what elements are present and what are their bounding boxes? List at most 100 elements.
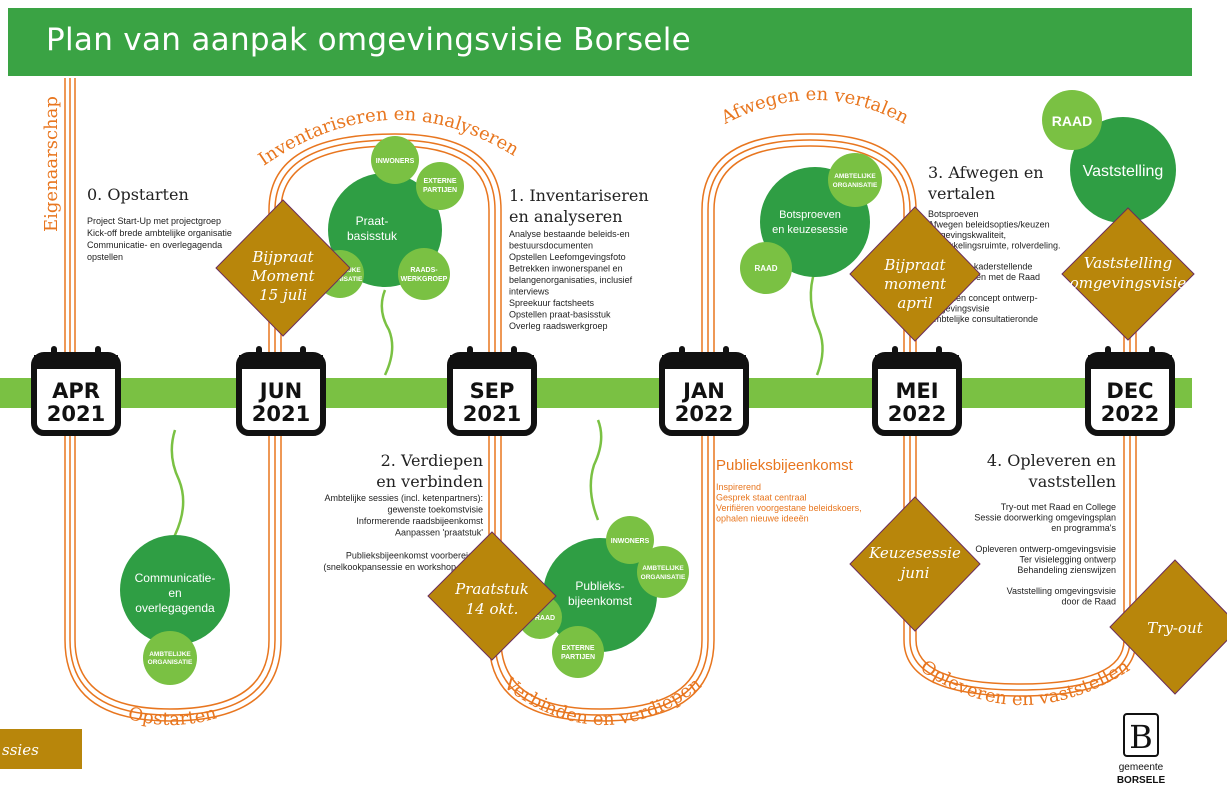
section-4: 4. Opleveren en vaststellen Try-out met …: [974, 451, 1116, 607]
diamond-keuzesessie: Keuzesessie juni: [849, 496, 981, 632]
bubble-label: en keuzesessie: [772, 224, 848, 236]
section-1-line: Overleg raadswerkgroep: [509, 321, 608, 331]
legend-label: ssies: [2, 741, 39, 759]
calendar-year: 2021: [463, 402, 521, 426]
section-0-line: Kick-off brede ambtelijke organisatie: [87, 228, 232, 238]
diamond-label: Vaststelling: [1084, 254, 1172, 272]
bubble-label: Botsproeven: [779, 209, 841, 221]
section-0: 0. Opstarten Project Start-Up met projec…: [87, 185, 232, 262]
section-3-line: Ambtelijke consultatieronde: [928, 314, 1038, 324]
arc-label-opstarten: Opstarten: [126, 702, 219, 730]
section-3-line: omgevingskwaliteit,: [928, 230, 1006, 240]
bubble-label: PARTIJEN: [561, 654, 595, 661]
diamond-label: Bijpraat: [251, 248, 314, 266]
section-3-line: omgevingsvisie: [928, 304, 990, 314]
side-label-eigenaarschap: Eigenaarschap: [41, 96, 62, 232]
section-1-line: Spreekuur factsheets: [509, 298, 595, 308]
section-1-line: Opstellen Leefomgevingsfoto: [509, 252, 626, 262]
section-4-line: Try-out met Raad en College: [1001, 502, 1116, 512]
logo-text: BORSELE: [1117, 775, 1166, 786]
section-1-lines: Analyse bestaande beleids-en bestuursdocu…: [509, 229, 633, 331]
section-3-line: Afwegen beleidsopties/keuzen: [928, 220, 1050, 230]
bubble-label: RAADS-: [410, 267, 438, 274]
diamond-vaststelling: Vaststelling omgevingsvisie: [1061, 207, 1195, 341]
section-1-line: belangenorganisaties, inclusief: [509, 275, 633, 285]
bubble-label: ORGANISATIE: [641, 574, 686, 581]
bubble-label: basisstuk: [347, 229, 398, 243]
section-3-title: 3. Afwegen en: [928, 163, 1044, 182]
section-3-title: vertalen: [927, 184, 995, 203]
section-2-line: Ambtelijke sessies (incl. ketenpartners)…: [324, 493, 483, 503]
calendar-group: APR2021JUN2021SEP2021JAN2022MEI2022DEC20…: [31, 346, 1175, 436]
section-1-line: Analyse bestaande beleids-en: [509, 229, 630, 239]
section-2-line: Publieksbijeenkomst voorbereiden: [346, 551, 483, 561]
bubble-label: Communicatie-: [135, 571, 216, 585]
section-4-line: Ter visielegging ontwerp: [1019, 555, 1116, 565]
bubble-label: AMBTELIJKE: [149, 651, 191, 658]
diamond-label: Bijpraat: [883, 256, 946, 274]
section-3-line: keuzes samen met de Raad: [928, 272, 1040, 282]
calendar-month: MEI: [895, 379, 938, 403]
publieksbijeenkomst-line: Verifiëren voorgestane beleidskoers,: [716, 503, 862, 513]
diamond-label: moment: [884, 275, 947, 293]
bubble-label: RAAD: [535, 615, 555, 622]
bubble-label: Vaststelling: [1083, 163, 1164, 180]
section-4-title: vaststellen: [1028, 472, 1116, 491]
section-2-line: Aanpassen 'praatstuk': [395, 528, 483, 538]
calendar-month: APR: [52, 379, 100, 403]
section-4-line: door de Raad: [1061, 597, 1116, 607]
section-2: 2. Verdiepen en verbinden Ambtelijke ses…: [323, 451, 483, 572]
calendar-month: DEC: [1106, 379, 1153, 403]
section-2-line: Informerende raadsbijeenkomst: [356, 516, 483, 526]
logo-letter: B: [1129, 718, 1153, 756]
section-1-line: bestuursdocumenten: [509, 241, 593, 251]
legend-sessies: ssies: [0, 729, 82, 769]
section-4-line: Sessie doorwerking omgevingsplan: [974, 513, 1116, 523]
diamond-praatstuk: Praatstuk 14 okt.: [427, 531, 557, 661]
publieksbijeenkomst-line: Inspirerend: [716, 482, 761, 492]
section-2-lines: Ambtelijke sessies (incl. ketenpartners)…: [323, 493, 483, 572]
diamond-label: april: [897, 294, 933, 312]
bubble-label: ORGANISATIE: [833, 182, 878, 189]
section-3-line: Botsproeven: [928, 209, 979, 219]
bubble-label: bijeenkomst: [568, 594, 633, 608]
section-1: 1. Inventariseren en analyseren Analyse …: [509, 186, 649, 331]
section-4-line: Opleveren ontwerp-omgevingsvisie: [975, 544, 1116, 554]
section-0-line: Project Start-Up met projectgroep: [87, 216, 221, 226]
orange-track: [64, 78, 1137, 722]
calendar-month: JAN: [681, 379, 725, 403]
calendar-year: 2021: [47, 402, 105, 426]
diamond-label: Keuzesessie: [868, 544, 961, 562]
bubble-communicatie: Communicatie- en overlegagenda AMBTELIJK…: [120, 535, 230, 685]
diamond-label: Praatstuk: [454, 580, 529, 598]
publieksbijeenkomst-line: ophalen nieuwe ideeën: [716, 514, 809, 524]
bubble-label: EXTERNE: [423, 178, 456, 185]
section-1-title: 1. Inventariseren: [509, 186, 649, 205]
calendar-month: SEP: [470, 379, 515, 403]
section-1-line: Opstellen praat-basisstuk: [509, 310, 611, 320]
borsele-logo: B gemeente BORSELE: [1112, 712, 1174, 792]
bubble-label: Publieks-: [575, 579, 624, 593]
title-banner: Plan van aanpak omgevingsvisie Borsele: [8, 8, 1192, 76]
diamond-bijpraat-april: Bijpraat moment april: [849, 206, 981, 342]
bubble-label: ORGANISATIE: [318, 276, 363, 283]
publieksbijeenkomst-title: Publieksbijeenkomst: [716, 457, 854, 474]
bubble-label: INWONERS: [376, 158, 415, 165]
bubble-label: Praat-: [356, 214, 389, 228]
logo-text: gemeente: [1119, 762, 1164, 773]
calendar-year: 2021: [252, 402, 310, 426]
section-2-title: en verbinden: [376, 472, 483, 491]
section-0-line: Communicatie- en overlegagenda: [87, 240, 222, 250]
bubble-label: en: [168, 586, 181, 600]
page-title: Plan van aanpak omgevingsvisie Borsele: [46, 22, 692, 58]
diamond-label: Try-out: [1147, 619, 1203, 637]
section-0-line: opstellen: [87, 252, 123, 262]
